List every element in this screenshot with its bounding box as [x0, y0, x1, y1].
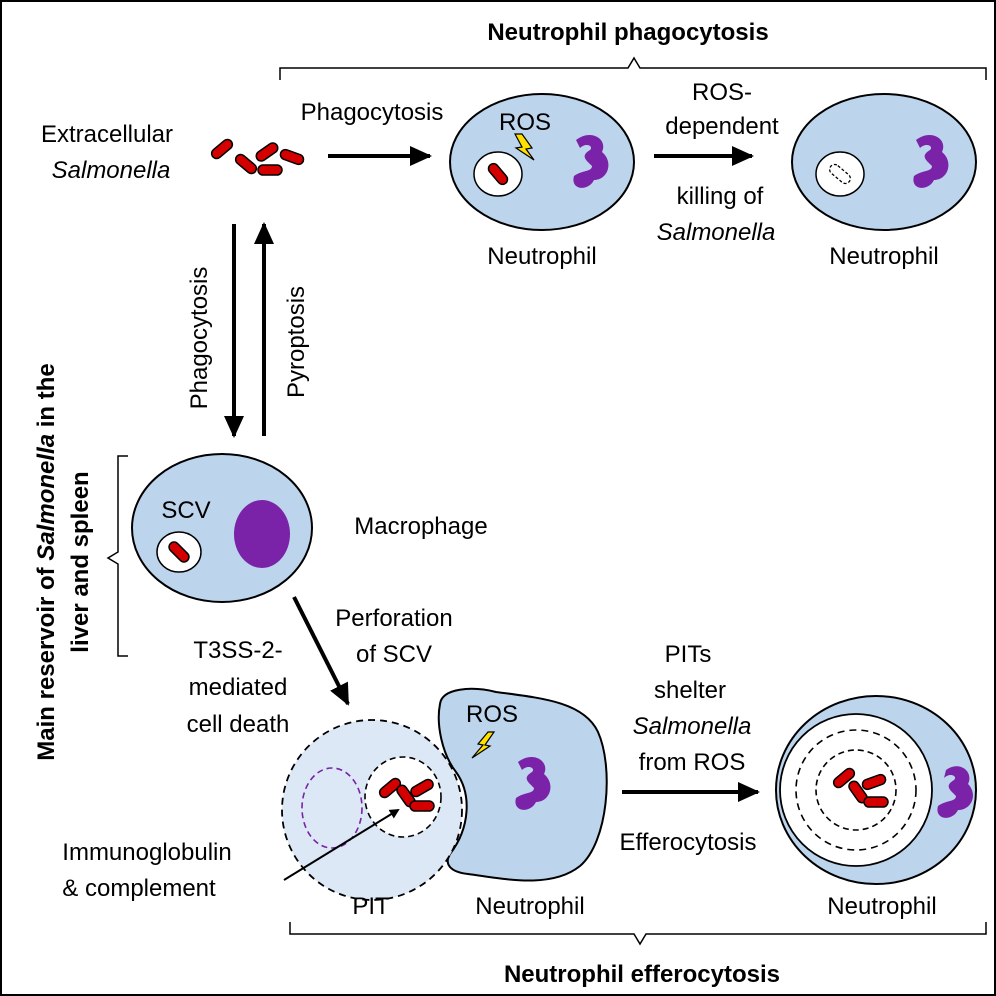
bacterium — [208, 136, 236, 162]
label-complement: & complement — [62, 875, 216, 902]
label-immunoglobulin: Immunoglobulin — [62, 839, 231, 866]
label-macrophage: Macrophage — [354, 513, 487, 540]
title-neutrophil-efferocytosis: Neutrophil efferocytosis — [504, 961, 780, 988]
label-neutrophil-3: Neutrophil — [475, 893, 584, 920]
nucleus-remnant — [301, 767, 363, 849]
extracellular-bacteria — [208, 136, 306, 177]
label-t3ss-1: T3SS-2- — [193, 637, 282, 664]
label-killing-of: killing of — [677, 183, 764, 210]
neutrophil-cell-2 — [791, 93, 977, 231]
label-extracellular-salmonella: Salmonella — [52, 157, 171, 184]
label-from-ros: from ROS — [639, 749, 746, 776]
label-t3ss-2: mediated — [189, 674, 288, 701]
neutrophil-cell-4 — [775, 695, 977, 885]
label-neutrophil-2: Neutrophil — [829, 243, 938, 270]
svg-text:liver and spleen: liver and spleen — [67, 471, 94, 652]
left-bracket — [106, 455, 128, 657]
lightning-icon — [471, 731, 496, 759]
label-ros-1: ROS — [499, 109, 551, 136]
label-of-scv: of SCV — [356, 641, 432, 668]
label-neutrophil-1: Neutrophil — [487, 243, 596, 270]
label-shelter: shelter — [654, 677, 726, 704]
bacterium — [278, 147, 306, 167]
pit-structure — [281, 719, 463, 901]
nucleus-lobed — [515, 757, 551, 810]
bacterium — [409, 800, 435, 812]
label-scv: SCV — [161, 497, 210, 524]
label-pits: PITs — [665, 641, 712, 668]
svg-text:Main reservoir of Salmonella i: Main reservoir of Salmonella in the — [33, 363, 60, 760]
nucleus-lobed — [913, 135, 949, 188]
label-neutrophil-4: Neutrophil — [827, 893, 936, 920]
title-main-reservoir: Main reservoir of Salmonella in the live… — [33, 363, 94, 760]
label-killing-salmonella: Salmonella — [657, 219, 776, 246]
bottom-bracket — [289, 922, 987, 946]
bacterium — [253, 140, 281, 164]
dead-bacterium — [828, 163, 852, 185]
arrow-immunoglobulin — [283, 808, 400, 881]
label-perforation: Perforation — [335, 605, 452, 632]
lightning-icon — [513, 133, 535, 161]
label-ros-2: ROS — [466, 701, 518, 728]
top-bracket — [279, 56, 987, 80]
label-pyroptosis: Pyroptosis — [283, 286, 310, 398]
label-phagocytosis-top: Phagocytosis — [301, 99, 444, 126]
label-shelter-salmonella: Salmonella — [633, 713, 752, 740]
nucleus-lobed — [573, 135, 609, 188]
nucleus — [234, 500, 290, 568]
neutrophil-cell-3 — [437, 687, 608, 882]
label-pit: PIT — [352, 893, 390, 920]
label-extracellular: Extracellular — [41, 121, 173, 148]
label-ros-dependent-2: dependent — [665, 113, 779, 140]
macrophage-cell: SCV — [131, 453, 313, 603]
nucleus-lobed — [937, 766, 973, 818]
bacterium — [257, 164, 283, 176]
bacterium — [232, 151, 260, 177]
label-t3ss-3: cell death — [187, 711, 290, 738]
label-phagocytosis-vertical: Phagocytosis — [186, 267, 213, 410]
arrow-perforation — [292, 596, 350, 706]
label-ros-dependent-1: ROS- — [692, 79, 752, 106]
title-neutrophil-phagocytosis: Neutrophil phagocytosis — [487, 19, 768, 46]
neutrophil-cell-1: ROS — [449, 93, 635, 231]
bacterium — [863, 796, 889, 808]
label-efferocytosis: Efferocytosis — [620, 829, 757, 856]
